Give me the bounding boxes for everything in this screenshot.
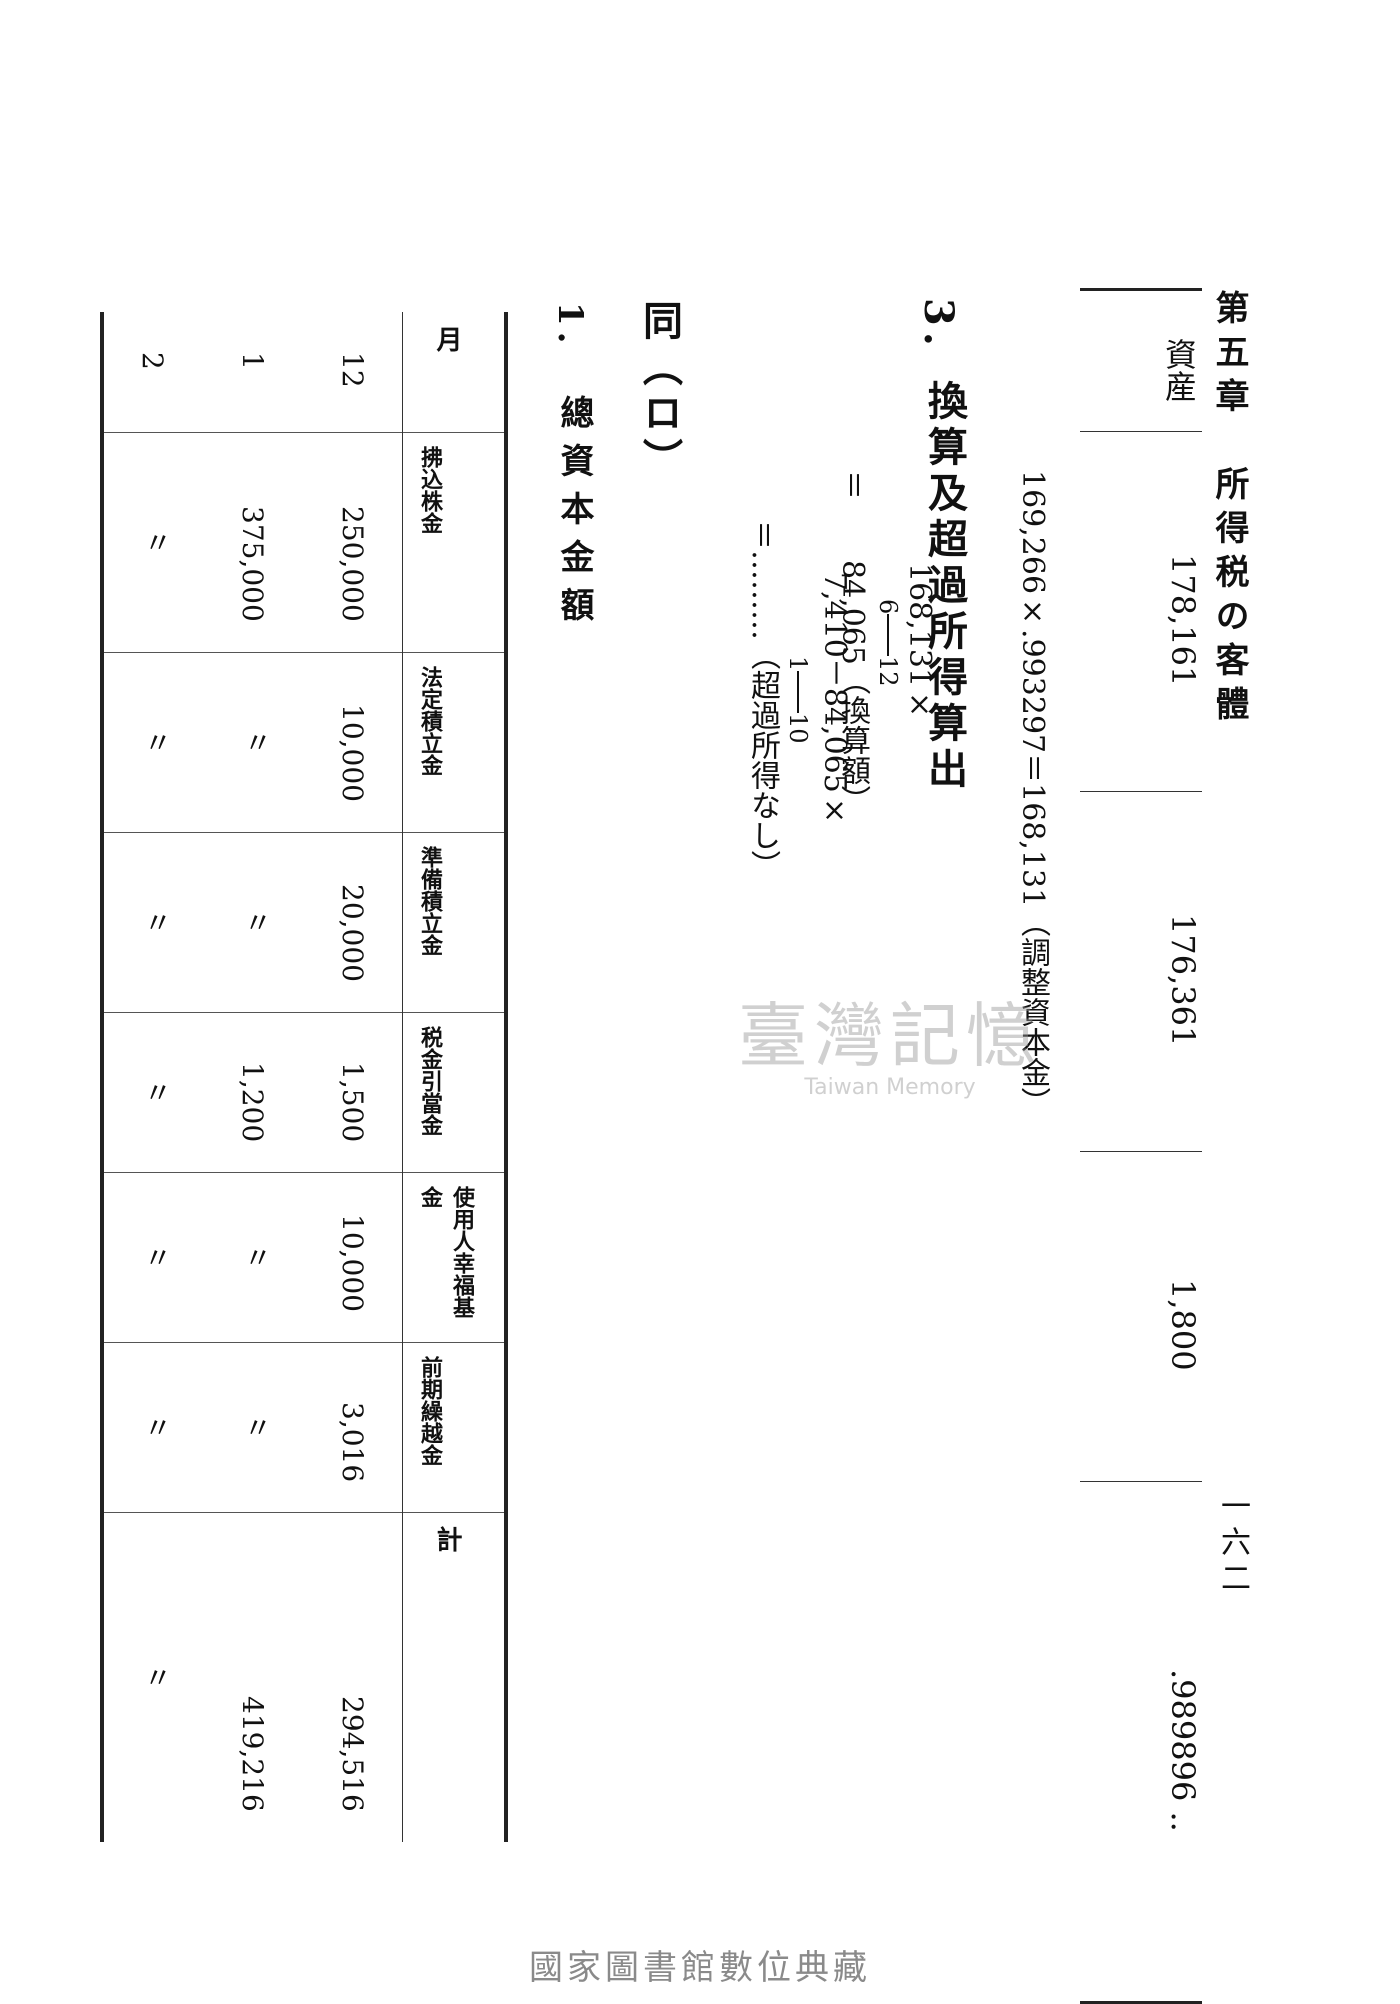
column-header: 準備積立金 (417, 846, 443, 956)
column-divider (104, 1012, 504, 1013)
subsection-1-number: 1. (550, 302, 590, 350)
column-header: 月 (432, 326, 462, 352)
table-cell: 〃 (140, 528, 173, 556)
fraction-numerator: 1 (784, 656, 812, 672)
page-number: 一六二 (1215, 1490, 1250, 1598)
footer-seal: 國家圖書館數位典藏 (529, 1948, 871, 1988)
watermark-sub: Taiwan Memory (804, 1075, 976, 1100)
adjusted-capital-formula: 169,266×.993297＝168,131（調整資本金） (1015, 470, 1050, 1118)
section-3-number: 3. (915, 298, 962, 352)
asset-table: 資産 178,161 176,361 1,800 .989896 .. (1080, 288, 1202, 2004)
fraction-denominator: 12 (874, 655, 902, 687)
asset-cell: 176,361 (1080, 791, 1202, 1152)
section-ro-title: 同（ロ） (636, 300, 683, 484)
asset-cell: 1,800 (1080, 1151, 1202, 1482)
row-month: 2 (136, 352, 169, 370)
asset-value: 178,161 (1164, 553, 1202, 687)
table-cell: 294,516 (336, 1696, 369, 1812)
fraction-denominator: 10 (784, 713, 812, 744)
column-header: 使用人幸福基金 (417, 1186, 475, 1318)
table-cell: 10,000 (336, 1214, 369, 1312)
table-cell: 3,016 (336, 1402, 369, 1483)
watermark: 臺灣記憶 Taiwan Memory (680, 980, 1100, 1100)
fraction-bar (797, 671, 799, 714)
excess-formula-suffix: ＝………（超過所得なし） (745, 520, 780, 880)
asset-value: .989896 .. (1164, 1668, 1202, 1832)
column-divider (104, 1342, 504, 1343)
watermark-main: 臺灣記憶 (738, 995, 1042, 1077)
column-header: 拂込株金 (417, 446, 443, 534)
table-cell: 10,000 (336, 704, 369, 802)
row-month: 12 (336, 352, 369, 388)
conversion-formula-suffix: ＝ 84,065（換算額） (835, 470, 870, 815)
chapter-title: 第五章 所得税の客體 (1209, 290, 1249, 730)
table-cell: 〃 (140, 908, 173, 936)
conversion-formula: 168,131× 6 12 ＝ 84,065（換算額） (830, 470, 937, 815)
table-cell: 〃 (240, 908, 273, 936)
column-divider (104, 1512, 504, 1513)
table-cell: 〃 (240, 728, 273, 756)
column-header: 計 (432, 1526, 462, 1552)
column-header: 税金引當金 (417, 1026, 443, 1136)
subsection-1-title: 總資本金額 (554, 395, 594, 635)
fraction-bar (887, 613, 889, 656)
column-header: 前期繰越金 (417, 1356, 443, 1466)
asset-value: 1,800 (1164, 1279, 1202, 1371)
column-divider (104, 832, 504, 833)
column-divider (104, 652, 504, 653)
excess-income-formula: 7,410－84,065× 1 10 ＝………（超過所得なし） (740, 520, 856, 880)
asset-label: 資産 (1160, 338, 1198, 402)
fraction: 1 10 (784, 656, 812, 744)
row-month: 1 (236, 352, 269, 370)
table-cell: 375,000 (236, 506, 269, 622)
table-cell: 250,000 (336, 506, 369, 622)
table-cell: 〃 (140, 728, 173, 756)
table-cell: 20,000 (336, 884, 369, 982)
column-divider (104, 432, 504, 433)
section-3-title: 換算及超過所得算出 (921, 380, 968, 794)
asset-cell: 178,161 (1080, 431, 1202, 792)
asset-value: 176,361 (1164, 913, 1202, 1047)
header-divider (402, 312, 403, 1842)
excess-formula-prefix: 7,410－84,065× (817, 572, 852, 828)
table-cell: 〃 (140, 1078, 173, 1106)
table-cell: 〃 (240, 1413, 273, 1441)
table-cell: 〃 (240, 1243, 273, 1271)
table-cell: 〃 (140, 1663, 173, 1691)
conversion-formula-prefix: 168,131× (902, 562, 937, 723)
table-cell: 〃 (140, 1243, 173, 1271)
column-header: 法定積立金 (417, 666, 443, 776)
fraction: 6 12 (874, 599, 902, 687)
table-cell: 〃 (140, 1413, 173, 1441)
fraction-numerator: 6 (874, 598, 902, 614)
table-cell: 1,200 (236, 1062, 269, 1143)
table-cell: 1,500 (336, 1062, 369, 1143)
table-cell: 419,216 (236, 1696, 269, 1812)
asset-label-cell: 資産 (1080, 291, 1202, 432)
column-divider (104, 1172, 504, 1173)
asset-cell: .989896 .. (1080, 1481, 1202, 2001)
